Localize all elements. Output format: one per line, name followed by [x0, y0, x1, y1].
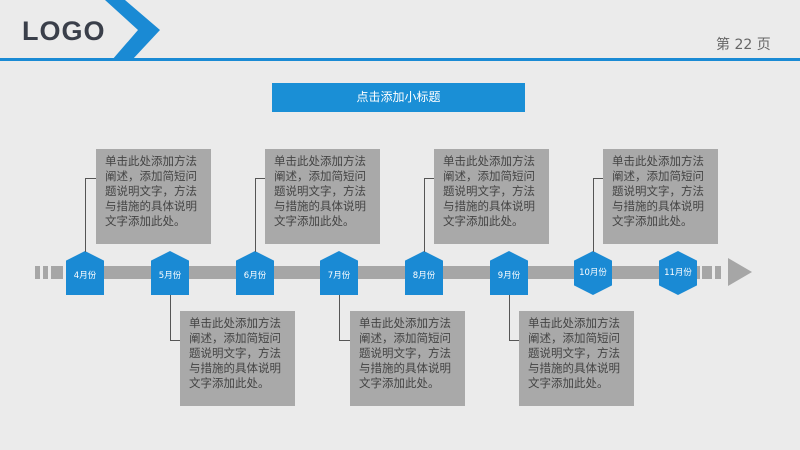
connector-line — [424, 178, 434, 179]
connector-line — [424, 178, 425, 252]
connector-line — [170, 295, 171, 341]
note-box[interactable]: 单击此处添加方法阐述，添加简短问题说明文字，方法与措施的具体说明文字添加此处。 — [519, 311, 634, 406]
page-number: 第 22 页 — [716, 37, 771, 53]
note-box[interactable]: 单击此处添加方法阐述，添加简短问题说明文字，方法与措施的具体说明文字添加此处。 — [180, 311, 295, 406]
month-marker[interactable]: 8月份 — [405, 251, 443, 295]
logo: LOGO — [22, 16, 106, 46]
note-box[interactable]: 单击此处添加方法阐述，添加简短问题说明文字，方法与措施的具体说明文字添加此处。 — [434, 149, 549, 244]
timeline-dash — [51, 266, 63, 279]
connector-line — [593, 178, 594, 252]
connector-line — [85, 178, 86, 252]
timeline-dash — [702, 266, 712, 279]
header-divider — [0, 58, 800, 61]
timeline-arrow-icon — [728, 258, 752, 286]
month-marker[interactable]: 4月份 — [66, 251, 104, 295]
connector-line — [593, 178, 603, 179]
connector-line — [255, 178, 256, 252]
connector-line — [509, 340, 519, 341]
connector-line — [339, 340, 350, 341]
connector-line — [255, 178, 265, 179]
subtitle-button[interactable]: 点击添加小标题 — [272, 83, 525, 112]
month-marker[interactable]: 9月份 — [490, 251, 528, 295]
timeline-dash — [35, 266, 40, 279]
note-box[interactable]: 单击此处添加方法阐述，添加简短问题说明文字，方法与措施的具体说明文字添加此处。 — [265, 149, 380, 244]
connector-line — [509, 295, 510, 341]
month-marker[interactable]: 6月份 — [236, 251, 274, 295]
connector-line — [85, 178, 96, 179]
month-marker[interactable]: 11月份 — [659, 251, 697, 295]
month-marker[interactable]: 7月份 — [320, 251, 358, 295]
timeline-dash — [715, 266, 721, 279]
month-marker[interactable]: 10月份 — [574, 251, 612, 295]
connector-line — [170, 340, 180, 341]
timeline-bar — [70, 266, 700, 279]
connector-line — [339, 295, 340, 341]
note-box[interactable]: 单击此处添加方法阐述，添加简短问题说明文字，方法与措施的具体说明文字添加此处。 — [350, 311, 465, 406]
note-box[interactable]: 单击此处添加方法阐述，添加简短问题说明文字，方法与措施的具体说明文字添加此处。 — [603, 149, 718, 244]
timeline-dash — [43, 266, 48, 279]
chevron-decoration-icon — [105, 0, 160, 60]
month-marker[interactable]: 5月份 — [151, 251, 189, 295]
note-box[interactable]: 单击此处添加方法阐述，添加简短问题说明文字，方法与措施的具体说明文字添加此处。 — [96, 149, 211, 244]
